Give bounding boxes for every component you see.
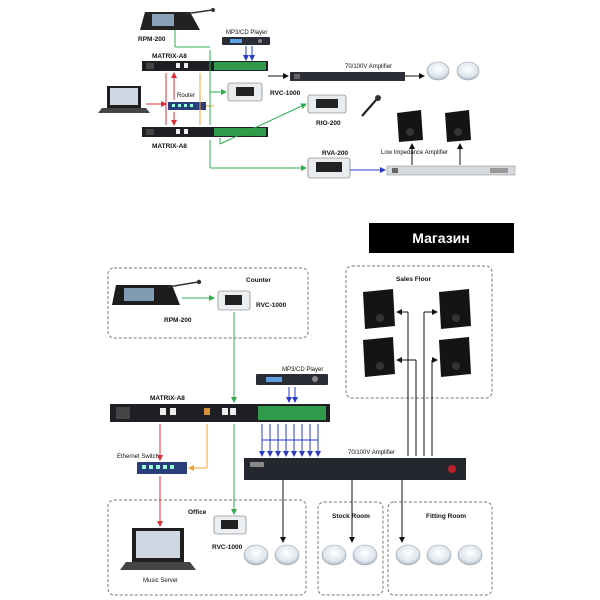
office-rvc1000-label: RVC-1000 bbox=[212, 544, 243, 551]
bottom-amp-label: 70/100V Amplifier bbox=[348, 450, 395, 456]
stock-room-label: Stock Room bbox=[332, 513, 370, 520]
top-system: RPM-200 MP3/CD Player MATRIX-A8 70/100V … bbox=[98, 8, 516, 179]
top-connections bbox=[146, 30, 463, 173]
bottom-matrix-device bbox=[110, 404, 330, 422]
stock-room-speakers bbox=[321, 544, 378, 566]
counter-zone bbox=[107, 267, 309, 339]
top-low-amp-device bbox=[386, 165, 516, 176]
top-amp-label: 70/100V Amplifier bbox=[345, 64, 392, 70]
sales-floor-zone bbox=[345, 265, 493, 399]
top-matrix-a-label: MATRIX-A8 bbox=[152, 53, 187, 60]
top-router-device bbox=[168, 102, 206, 110]
top-rvc1000-label: RVC-1000 bbox=[270, 90, 301, 97]
top-rva200-device bbox=[307, 157, 351, 179]
office-zone bbox=[107, 499, 307, 596]
bottom-connections bbox=[157, 295, 438, 543]
top-low-amp-label: Low Impedance Amplifier bbox=[381, 150, 448, 156]
top-rvc1000-device bbox=[227, 82, 263, 102]
office-laptop bbox=[120, 528, 196, 570]
top-matrix-a-device bbox=[142, 61, 268, 71]
top-amp-device bbox=[290, 72, 405, 81]
stock-room-zone bbox=[317, 501, 384, 596]
top-microphone bbox=[361, 95, 381, 117]
bottom-system: Counter RPM-200 RVC-1000 Sales Floor MP3… bbox=[107, 265, 493, 596]
switch-label: Ethernet Switch bbox=[117, 454, 159, 460]
top-rio200-label: RIO-200 bbox=[316, 120, 341, 127]
fitting-room-zone bbox=[387, 501, 493, 596]
bottom-amp-device bbox=[244, 458, 466, 480]
section-title: Магазин bbox=[369, 223, 514, 253]
top-mp3-label: MP3/CD Player bbox=[226, 30, 267, 36]
bottom-mp3-label: MP3/CD Player bbox=[282, 367, 323, 373]
office-ceiling-speakers bbox=[243, 544, 300, 566]
top-rpm200-device bbox=[140, 8, 215, 30]
top-laptop bbox=[98, 86, 150, 113]
sales-floor-label: Sales Floor bbox=[396, 276, 432, 283]
office-rvc1000-device bbox=[213, 515, 247, 535]
counter-rvc1000-label: RVC-1000 bbox=[256, 302, 287, 309]
top-mp3-player bbox=[222, 37, 270, 45]
fitting-room-speakers bbox=[395, 544, 483, 566]
counter-rpm200-label: RPM-200 bbox=[164, 317, 192, 324]
switch-device bbox=[137, 462, 187, 474]
top-ceiling-speakers bbox=[426, 61, 480, 81]
bottom-mp3-device bbox=[256, 374, 328, 385]
counter-zone-label: Counter bbox=[246, 277, 271, 284]
bottom-matrix-label: MATRIX-A8 bbox=[150, 395, 185, 402]
music-server-label: Music Server bbox=[143, 578, 178, 584]
section-title-text: Магазин bbox=[412, 230, 469, 246]
counter-rpm200-device bbox=[112, 279, 202, 305]
top-wall-speakers bbox=[397, 110, 471, 142]
counter-rvc1000-device bbox=[217, 290, 251, 311]
top-matrix-b-device bbox=[142, 127, 268, 137]
top-rva200-label: RVA-200 bbox=[322, 150, 349, 157]
top-router-label: Router bbox=[177, 93, 195, 99]
section-title-background bbox=[369, 223, 514, 253]
sales-floor-speakers bbox=[363, 289, 471, 377]
fitting-room-label: Fitting Room bbox=[426, 513, 466, 520]
office-zone-label: Office bbox=[188, 509, 207, 516]
top-matrix-b-label: MATRIX-A8 bbox=[152, 143, 187, 150]
top-rpm200-label: RPM-200 bbox=[138, 36, 166, 43]
top-rio200-device bbox=[307, 94, 347, 114]
